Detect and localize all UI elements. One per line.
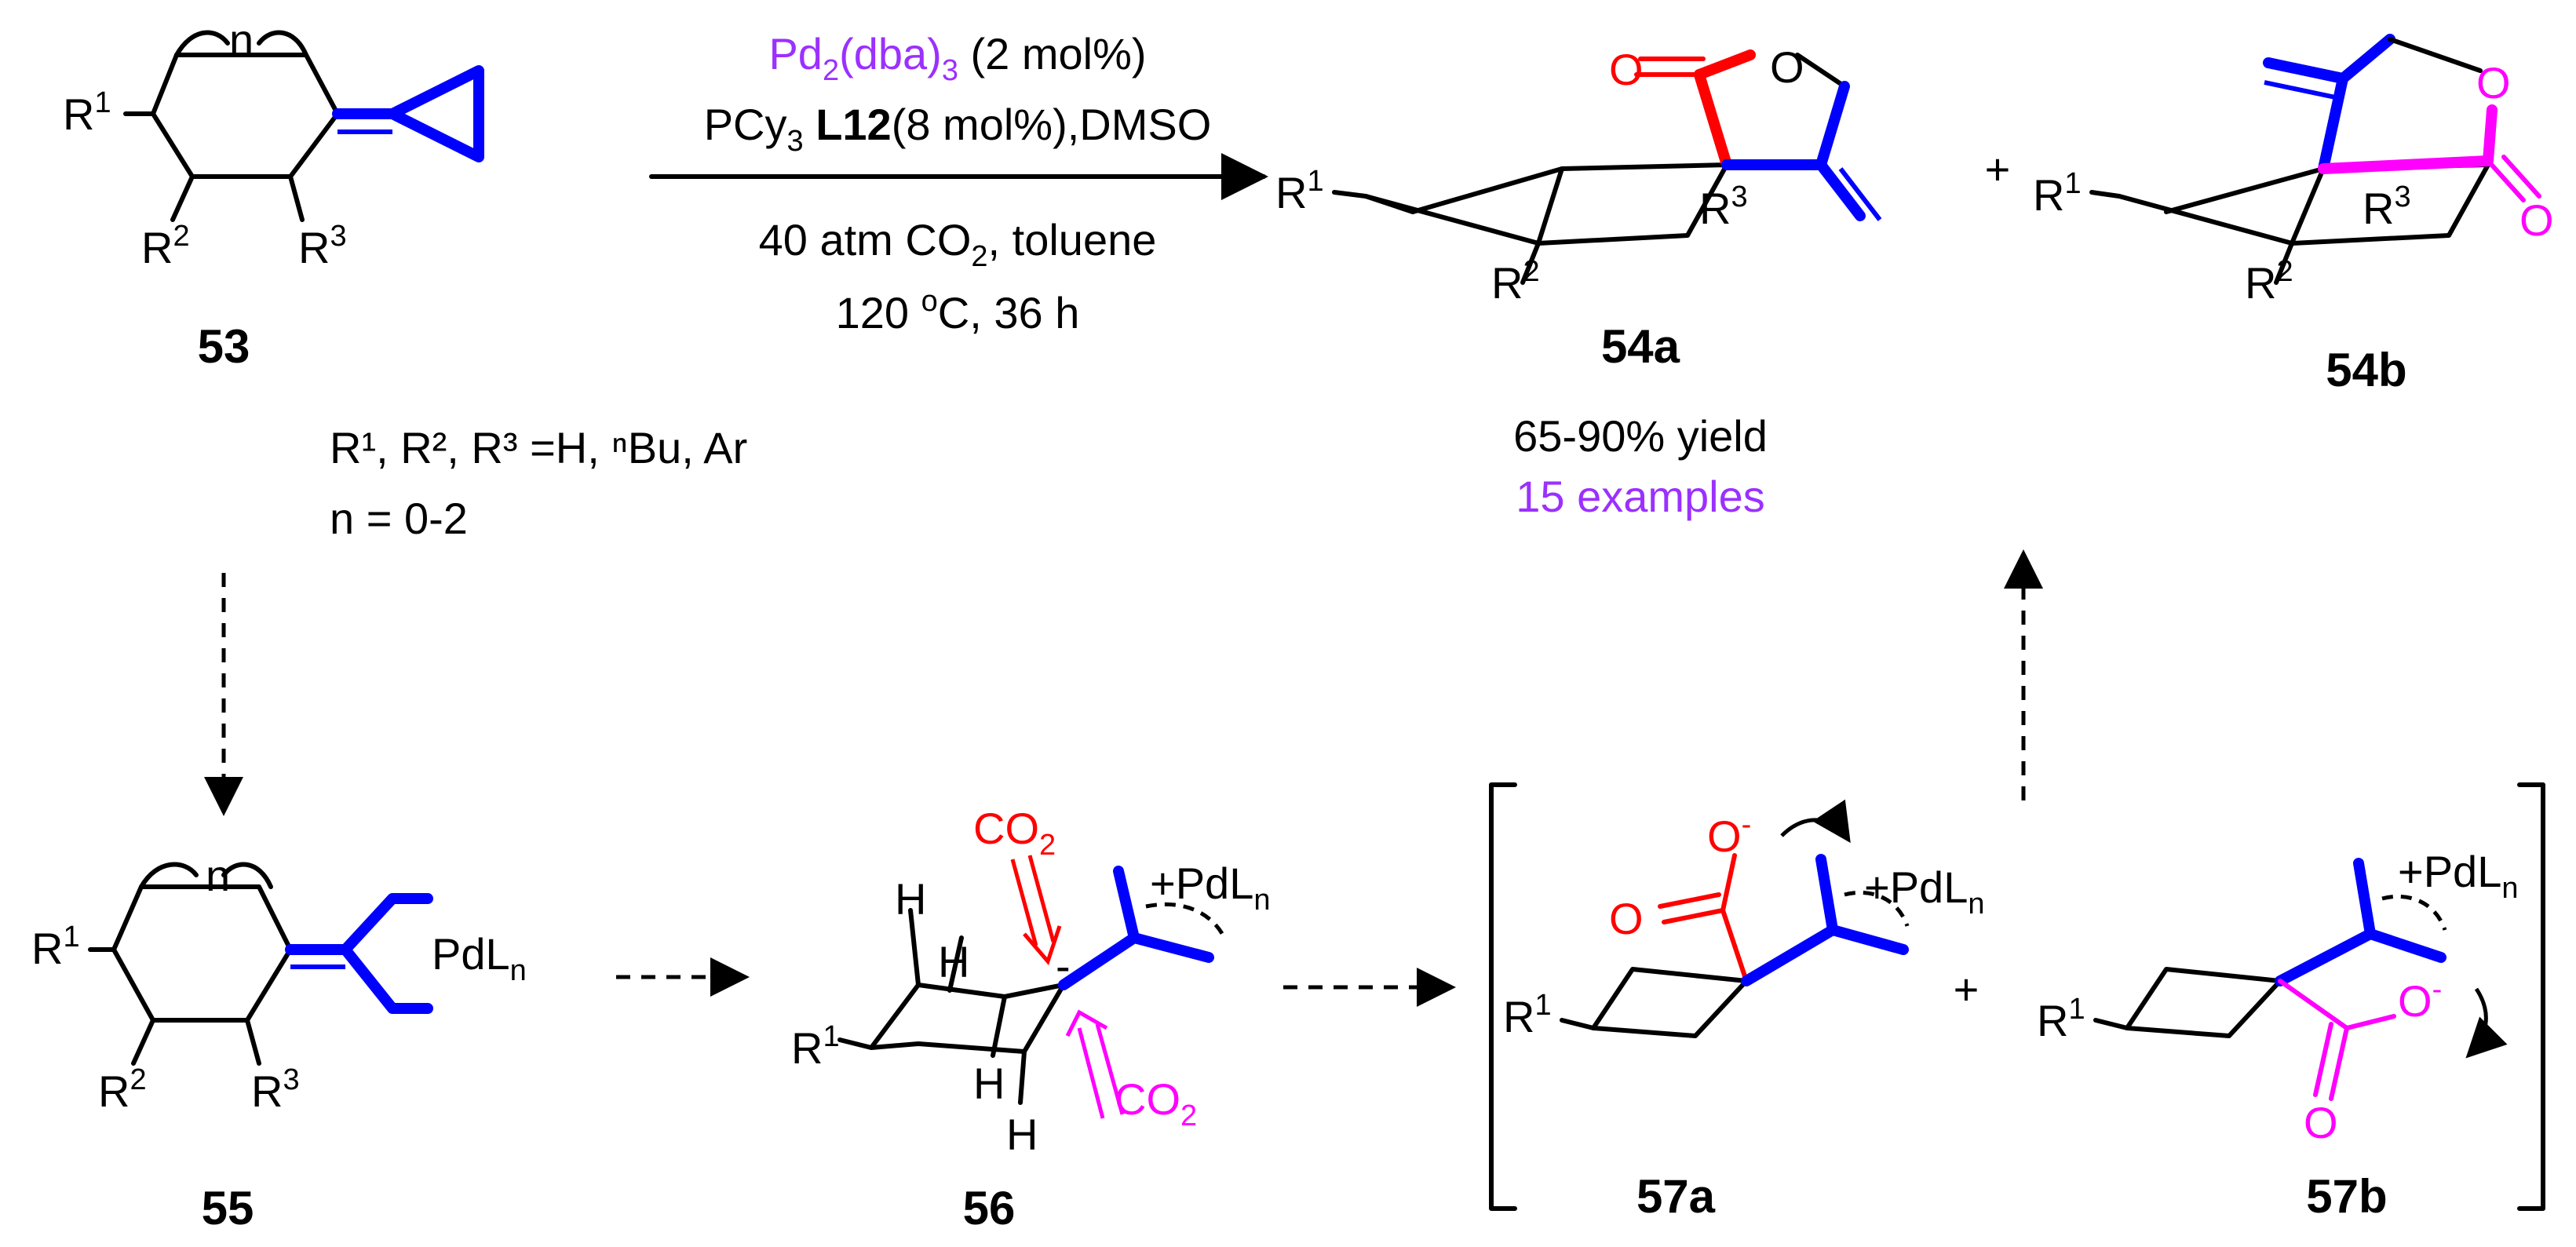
- compound-57b: O- O R1 +PdLn: [2037, 847, 2518, 1147]
- o-carbonyl-57b: O: [2304, 1098, 2338, 1147]
- label-57a: 57a: [1636, 1170, 1716, 1223]
- label-54a: 54a: [1601, 320, 1680, 373]
- pressure-line: 40 atm CO2, toluene: [759, 215, 1157, 273]
- compound-55: R1 R2 R3 n PdLn: [31, 851, 527, 1116]
- r2-55: R2: [98, 1063, 147, 1116]
- o-carbonyl-54a: O: [1609, 45, 1644, 94]
- plus-57: +: [1954, 964, 1979, 1014]
- co2-red-56: CO2: [973, 804, 1056, 862]
- compound-57a: O- O R1 +PdLn: [1503, 799, 1984, 1041]
- o-carbonyl-54b: O: [2519, 195, 2554, 245]
- r3-55: R3: [251, 1063, 300, 1116]
- co2-magenta-56: CO2: [1115, 1074, 1197, 1132]
- r3-54b: R3: [2363, 180, 2411, 233]
- r3-label: R3: [298, 220, 347, 272]
- examples-text: 15 examples: [1516, 472, 1765, 521]
- substituent-scope: R¹, R², R³ =H, ⁿBu, Ar: [330, 423, 747, 472]
- label-54b: 54b: [2326, 344, 2406, 396]
- r1-label: R1: [63, 86, 111, 139]
- compound-54a: O O R1 R2 R3: [1275, 42, 1882, 308]
- o-ring-54a: O: [1770, 42, 1804, 92]
- compound-56: R1 H H H H - +PdLn CO2 CO2: [791, 804, 1270, 1159]
- bracket-left: [1489, 782, 1517, 1211]
- r1-54a: R1: [1275, 165, 1324, 217]
- o-ring-54b: O: [2476, 58, 2511, 108]
- r2-54b: R2: [2245, 255, 2293, 308]
- temperature-line: 120 oC, 36 h: [836, 285, 1080, 337]
- n-index: n: [229, 15, 254, 64]
- label-53: 53: [198, 320, 250, 373]
- o-anion-57b: O-: [2398, 973, 2442, 1026]
- plus-54: +: [1985, 144, 2011, 194]
- compound-54b: O O R1 R2 R3: [2033, 34, 2554, 308]
- o-anion-57a: O-: [1707, 808, 1751, 861]
- h1-56: H: [895, 874, 926, 924]
- r1-54b: R1: [2033, 167, 2082, 220]
- r1-55: R1: [31, 921, 80, 973]
- pdl-55: PdLn: [432, 929, 527, 987]
- pdl-57a: +PdLn: [1864, 862, 1984, 921]
- pdl-56: +PdLn: [1150, 859, 1270, 917]
- h2-56: H: [938, 937, 969, 986]
- yield-text: 65-90% yield: [1513, 411, 1768, 461]
- r1-57a: R1: [1503, 989, 1552, 1041]
- n-range: n = 0-2: [330, 494, 468, 543]
- ligand-line: PCy3 L12(8 mol%),DMSO: [704, 100, 1212, 158]
- bracket-right: [2517, 782, 2545, 1211]
- anion-56: -: [1056, 941, 1071, 990]
- catalyst-line: Pd2(dba)3 (2 mol%): [768, 29, 1146, 87]
- r3-54a: R3: [1699, 180, 1748, 233]
- label-56: 56: [963, 1182, 1016, 1234]
- n-index-55: n: [206, 851, 230, 900]
- o-carbonyl-57a: O: [1609, 894, 1644, 943]
- pdl-57b: +PdLn: [2398, 847, 2518, 905]
- r2-54a: R2: [1491, 255, 1540, 308]
- h3-56: H: [973, 1059, 1005, 1108]
- h4-56: H: [1006, 1110, 1038, 1159]
- label-55: 55: [202, 1182, 254, 1234]
- label-57b: 57b: [2306, 1170, 2387, 1223]
- r1-56: R1: [791, 1020, 840, 1073]
- compound-53: R1 R2 R3 n: [63, 15, 484, 272]
- r1-57b: R1: [2037, 993, 2085, 1045]
- r2-label: R2: [141, 220, 190, 272]
